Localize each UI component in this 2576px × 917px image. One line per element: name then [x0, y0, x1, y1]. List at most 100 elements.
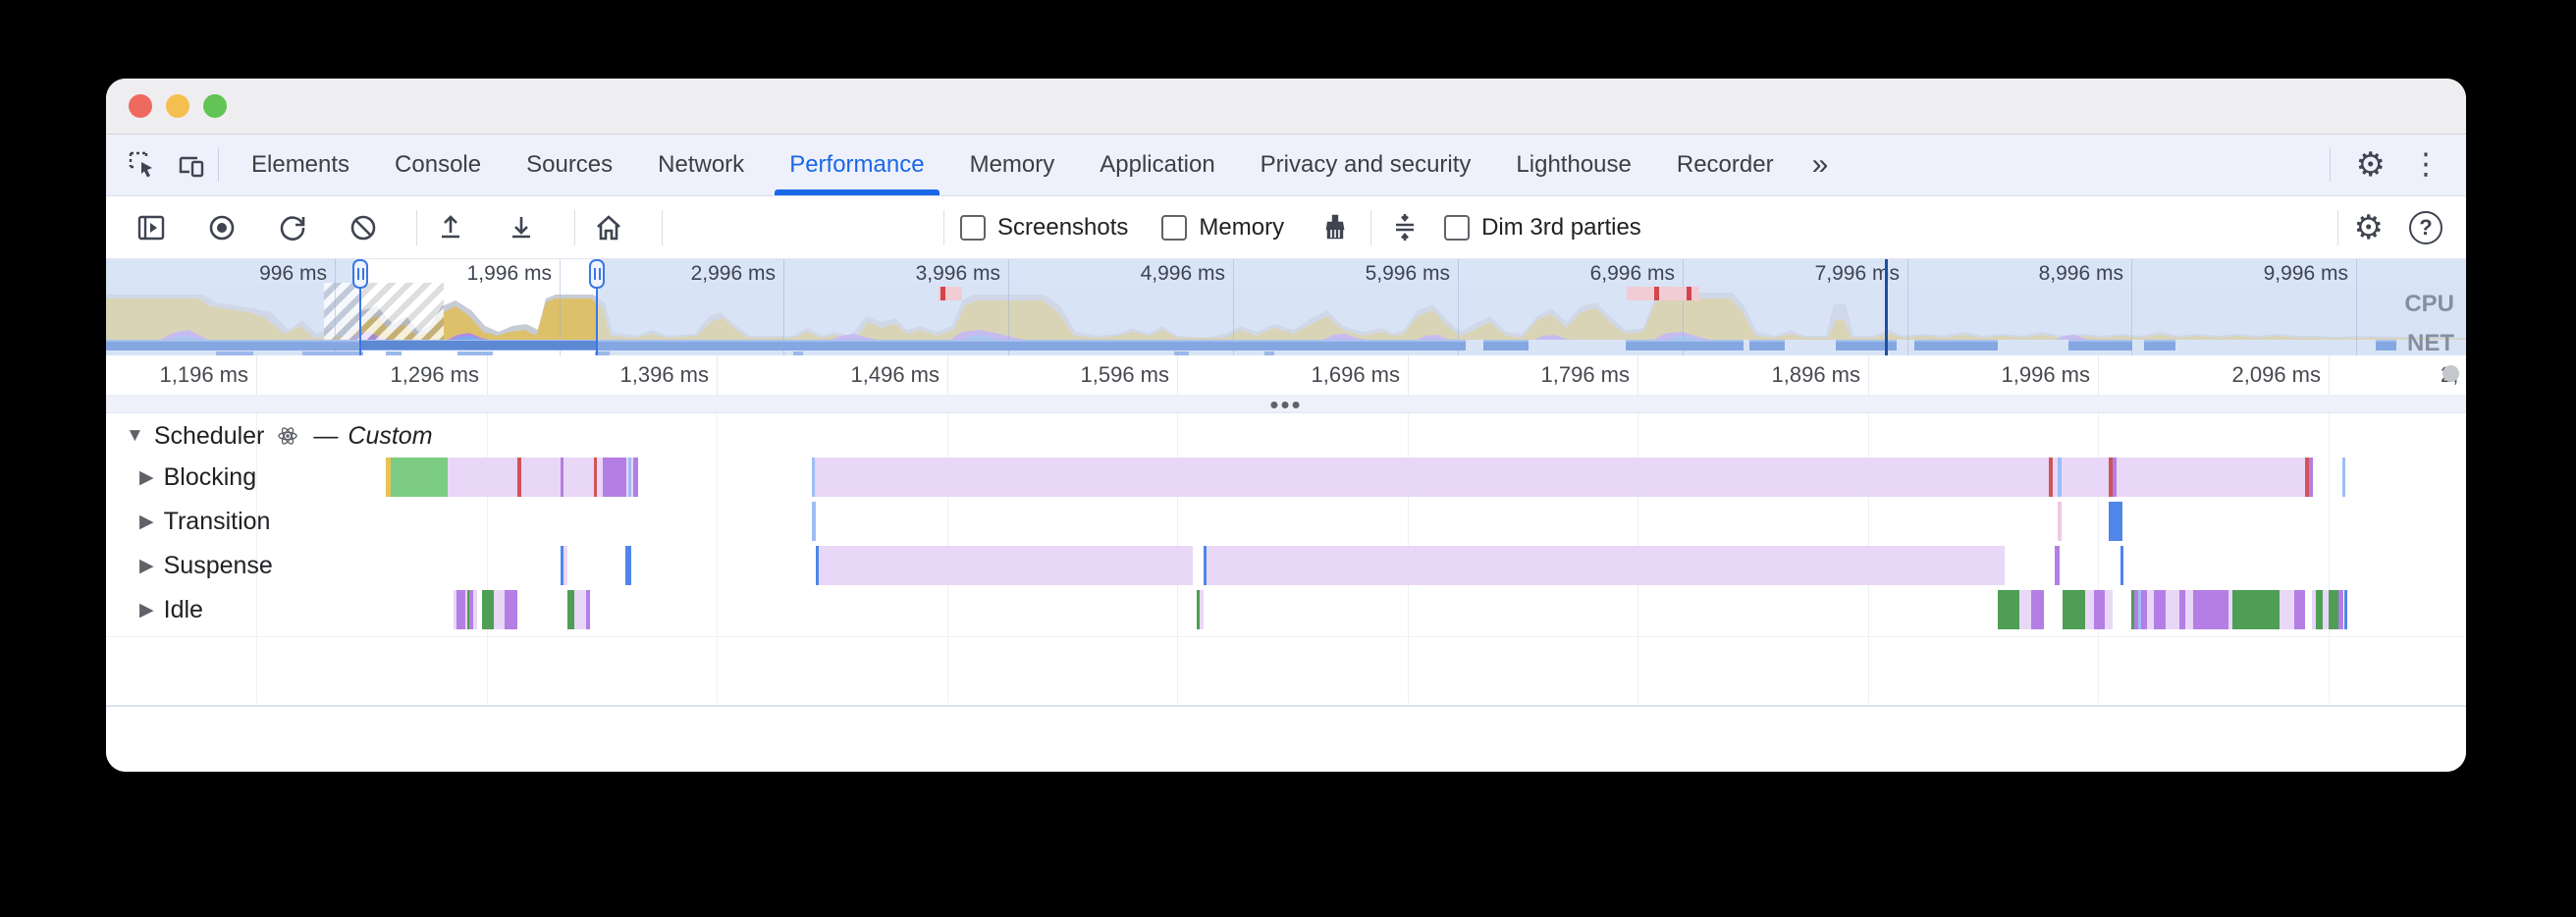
track-event[interactable] [2228, 590, 2232, 629]
toggle-sidebar-icon[interactable] [134, 210, 169, 245]
track-event[interactable] [561, 458, 564, 497]
track-event[interactable] [467, 590, 469, 629]
track-event[interactable] [2120, 546, 2123, 585]
checkbox-box[interactable] [1444, 215, 1471, 241]
track-event[interactable] [2062, 458, 2109, 497]
track-event[interactable] [2131, 590, 2134, 629]
track-event[interactable] [517, 458, 521, 497]
track-event[interactable] [2019, 590, 2031, 629]
track-event[interactable] [2134, 590, 2138, 629]
garbage-collect-icon[interactable] [1317, 210, 1353, 245]
dim-3rd-parties-checkbox[interactable]: Dim 3rd parties [1444, 214, 1641, 242]
track-event[interactable] [603, 458, 626, 497]
expand-triangle-icon[interactable]: ▶ [139, 555, 154, 576]
track-event[interactable] [2109, 502, 2122, 541]
track-event[interactable] [812, 502, 816, 541]
checkbox-box[interactable] [960, 215, 986, 241]
track-event[interactable] [2105, 590, 2113, 629]
track-event[interactable] [815, 458, 2049, 497]
track-event[interactable] [2185, 590, 2193, 629]
close-window-button[interactable] [129, 94, 152, 118]
tab-sources[interactable]: Sources [526, 151, 614, 178]
more-tabs-icon[interactable]: » [1811, 148, 1829, 181]
tab-lighthouse[interactable]: Lighthouse [1516, 151, 1632, 178]
track-event[interactable] [2063, 590, 2085, 629]
track-event[interactable] [2154, 590, 2166, 629]
track-event[interactable] [2232, 590, 2280, 629]
expand-triangle-icon[interactable]: ▶ [139, 511, 154, 532]
track-event[interactable] [2316, 590, 2323, 629]
inspect-element-icon[interactable] [126, 148, 159, 182]
track-event[interactable] [2280, 590, 2294, 629]
track-event[interactable] [586, 590, 590, 629]
expand-triangle-icon[interactable]: ▶ [139, 599, 154, 620]
track-row-label-blocking[interactable]: ▶Blocking [139, 458, 256, 497]
track-event[interactable] [1197, 590, 1200, 629]
tab-recorder[interactable]: Recorder [1676, 151, 1774, 178]
track-event[interactable] [2085, 590, 2094, 629]
ruler-drag-handle[interactable]: ••• [106, 390, 2466, 419]
track-event[interactable] [473, 590, 477, 629]
track-row-label-transition[interactable]: ▶Transition [139, 502, 270, 541]
track-event[interactable] [505, 590, 517, 629]
track-event[interactable] [2294, 590, 2305, 629]
track-event[interactable] [2323, 590, 2329, 629]
track-event[interactable] [816, 546, 819, 585]
track-event[interactable] [2138, 590, 2141, 629]
track-event[interactable] [574, 590, 586, 629]
track-row-label-idle[interactable]: ▶Idle [139, 590, 203, 629]
track-event[interactable] [454, 590, 456, 629]
minimize-window-button[interactable] [166, 94, 189, 118]
track-event[interactable] [567, 590, 574, 629]
playhead-line[interactable] [1885, 259, 1888, 355]
track-event[interactable] [812, 458, 815, 497]
track-event[interactable] [1204, 546, 1207, 585]
home-icon[interactable] [591, 210, 626, 245]
track-lane-idle[interactable] [106, 590, 2466, 629]
collapse-triangle-icon[interactable]: ▼ [126, 425, 144, 446]
track-event[interactable] [2031, 590, 2044, 629]
track-event[interactable] [597, 458, 603, 497]
tab-application[interactable]: Application [1100, 151, 1215, 178]
track-lane-transition[interactable] [106, 502, 2466, 541]
download-profile-icon[interactable] [504, 210, 539, 245]
checkbox-box[interactable] [1161, 215, 1188, 241]
track-event[interactable] [628, 458, 631, 497]
track-event[interactable] [625, 546, 631, 585]
customize-menu-icon[interactable]: ⋮ [2411, 148, 2441, 181]
track-area[interactable]: ▼ Scheduler — Custom ▶Blocking▶Transitio… [106, 413, 2466, 703]
track-event[interactable] [1998, 590, 2019, 629]
track-event[interactable] [521, 458, 561, 497]
track-event[interactable] [631, 458, 633, 497]
tab-console[interactable]: Console [395, 151, 482, 178]
track-event[interactable] [2109, 458, 2113, 497]
track-event[interactable] [564, 458, 594, 497]
track-event[interactable] [465, 590, 467, 629]
selection-handle-left[interactable] [352, 259, 368, 289]
track-event[interactable] [2117, 458, 2305, 497]
expand-triangle-icon[interactable]: ▶ [139, 466, 154, 488]
track-event[interactable] [2141, 590, 2147, 629]
device-toolbar-icon[interactable] [175, 148, 208, 182]
track-event[interactable] [819, 546, 1193, 585]
track-event[interactable] [456, 590, 465, 629]
track-event[interactable] [2329, 590, 2338, 629]
track-event[interactable] [2309, 458, 2313, 497]
track-event[interactable] [391, 458, 448, 497]
track-event[interactable] [2055, 546, 2060, 585]
tab-privacy-and-security[interactable]: Privacy and security [1260, 151, 1472, 178]
track-event[interactable] [2305, 458, 2309, 497]
track-event[interactable] [564, 546, 567, 585]
upload-profile-icon[interactable] [433, 210, 468, 245]
scrollbar-thumb[interactable] [2442, 365, 2459, 382]
selection-handle-right[interactable] [589, 259, 605, 289]
track-event[interactable] [2053, 458, 2058, 497]
track-event[interactable] [561, 546, 564, 585]
memory-checkbox[interactable]: Memory [1161, 214, 1284, 242]
record-icon[interactable] [204, 210, 240, 245]
track-row-label-suspense[interactable]: ▶Suspense [139, 546, 273, 585]
track-event[interactable] [594, 458, 597, 497]
track-event[interactable] [1200, 590, 1204, 629]
track-event[interactable] [482, 590, 494, 629]
track-event[interactable] [2338, 590, 2343, 629]
